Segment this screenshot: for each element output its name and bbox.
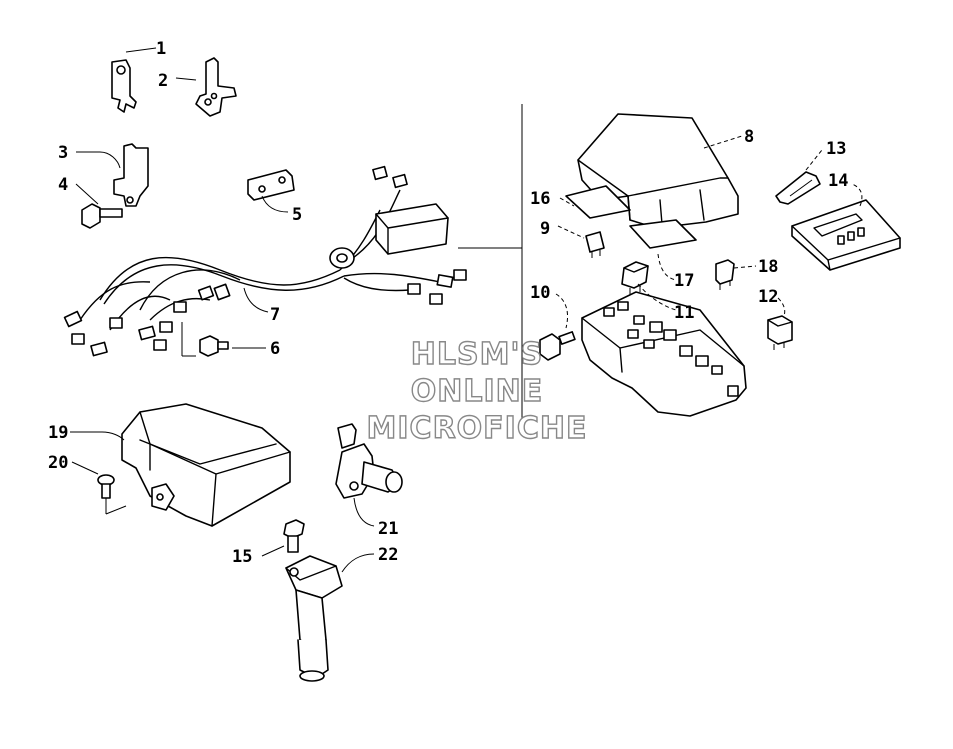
divider xyxy=(458,104,523,428)
part-1-bracket xyxy=(111,59,137,113)
callout-10: 10 xyxy=(530,283,550,303)
callout-12: 12 xyxy=(758,287,778,307)
callout-1: 1 xyxy=(156,39,166,59)
part-14-spare-fuse-box xyxy=(791,199,901,271)
part-13-fuse-puller xyxy=(775,171,821,205)
watermark-line-3: MICROFICHE xyxy=(367,411,588,446)
callout-19: 19 xyxy=(48,423,68,443)
part-15-bolt xyxy=(283,519,305,553)
callout-11: 11 xyxy=(674,303,694,323)
callout-15: 15 xyxy=(232,547,252,567)
watermark-line-2: ONLINE xyxy=(411,374,544,409)
part-4-bolt xyxy=(81,203,123,229)
part-22-ignition-coil xyxy=(285,555,343,682)
callout-17: 17 xyxy=(674,271,694,291)
callout-20: 20 xyxy=(48,453,68,473)
callout-14: 14 xyxy=(828,171,848,191)
part-18-fuse xyxy=(715,259,735,290)
callout-9: 9 xyxy=(540,219,550,239)
watermark: HLSM'S ONLINE MICROFICHE xyxy=(366,336,588,446)
part-7-wire-harness xyxy=(63,165,467,357)
fuse-box-base xyxy=(581,291,747,417)
callout-6: 6 xyxy=(270,339,280,359)
callout-18: 18 xyxy=(758,257,778,277)
callout-7: 7 xyxy=(270,305,280,325)
part-11-relay xyxy=(621,261,649,296)
part-21-sensor xyxy=(335,423,403,499)
part-16-label xyxy=(565,185,631,219)
leader-lines xyxy=(70,47,863,573)
part-19-ecu xyxy=(121,403,291,527)
part-17-label xyxy=(629,219,697,249)
callout-13: 13 xyxy=(826,139,846,159)
callout-22: 22 xyxy=(378,545,398,565)
callout-21: 21 xyxy=(378,519,398,539)
part-3-bracket xyxy=(113,143,149,207)
part-9-fuse xyxy=(585,231,605,258)
part-12-relay xyxy=(767,315,793,350)
callout-5: 5 xyxy=(292,205,302,225)
callout-3: 3 xyxy=(58,143,68,163)
callouts: 1 2 3 4 5 6 7 8 9 10 11 12 13 14 15 16 1… xyxy=(48,39,848,567)
part-2-bracket xyxy=(195,57,237,117)
callout-8: 8 xyxy=(744,127,754,147)
callout-16: 16 xyxy=(530,189,550,209)
callout-2: 2 xyxy=(158,71,168,91)
part-6-bolt xyxy=(199,335,229,357)
callout-4: 4 xyxy=(58,175,68,195)
part-10-bolt xyxy=(539,331,576,361)
part-5-plate xyxy=(247,169,295,201)
watermark-line-1: HLSM'S xyxy=(411,337,543,372)
part-20-screw xyxy=(97,474,127,515)
